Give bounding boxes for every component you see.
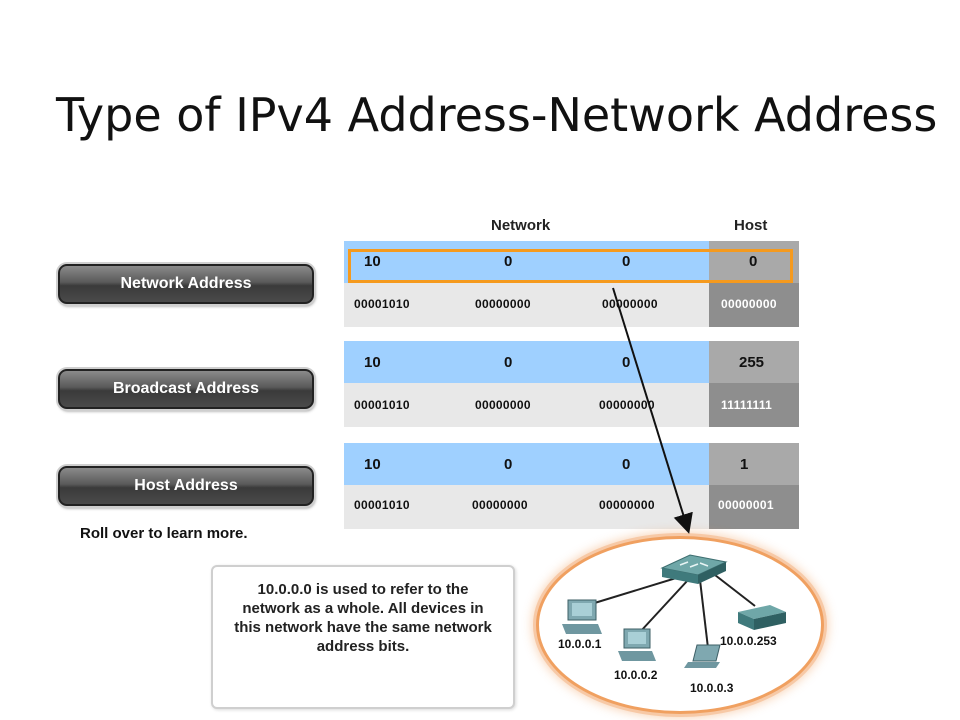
network-links	[587, 574, 756, 649]
bits-4: 00000000	[721, 297, 777, 311]
network-address-row: 10 0 0 0 00001010 00000000 00000000 0000…	[344, 241, 799, 327]
device-ip-label: 10.0.0.2	[614, 668, 658, 682]
network-address-highlight	[348, 249, 793, 283]
bits-1: 00001010	[354, 498, 410, 512]
octet-3: 0	[622, 456, 631, 473]
bits-3: 00000000	[599, 398, 655, 412]
bits-4: 00000001	[718, 498, 774, 512]
broadcast-address-row: 10 0 0 255 00001010 00000000 00000000 11…	[344, 341, 799, 427]
octet-3: 0	[622, 354, 631, 371]
octet-2: 0	[504, 354, 513, 371]
printer-icon	[738, 605, 786, 630]
octet-3: 0	[622, 253, 631, 270]
bits-3: 00000000	[599, 498, 655, 512]
bits-2: 00000000	[472, 498, 528, 512]
octet-4: 0	[749, 253, 758, 270]
octet-2: 0	[504, 456, 513, 473]
bits-1: 00001010	[354, 297, 410, 311]
switch-icon	[660, 554, 728, 584]
bits-2: 00000000	[475, 297, 531, 311]
host-header: Host	[734, 217, 768, 234]
callout-box: 10.0.0.0 is used to refer to the network…	[211, 565, 515, 709]
network-address-button[interactable]: Network Address	[58, 264, 314, 304]
host-address-row: 10 0 0 1 00001010 00000000 00000000 0000…	[344, 443, 799, 529]
bits-2: 00000000	[475, 398, 531, 412]
device-ip-label: 10.0.0.253	[720, 634, 777, 648]
octet-1: 10	[364, 354, 381, 371]
pc-icon	[562, 599, 602, 634]
octet-2: 0	[504, 253, 513, 270]
octet-1: 10	[364, 456, 381, 473]
host-address-button[interactable]: Host Address	[58, 466, 314, 506]
network-header: Network	[491, 217, 551, 234]
bits-1: 00001010	[354, 398, 410, 412]
pointer-arrow	[612, 287, 693, 534]
octet-4: 1	[740, 456, 749, 473]
slide-title: Type of IPv4 Address-Network Address	[56, 88, 938, 142]
rollover-hint: Roll over to learn more.	[80, 525, 248, 542]
pc-icon	[618, 628, 656, 661]
laptop-icon	[684, 644, 721, 668]
callout-text: 10.0.0.0 is used to refer to the network…	[234, 581, 492, 655]
device-ip-label: 10.0.0.1	[558, 637, 602, 651]
octet-4: 255	[739, 354, 765, 371]
octet-1: 10	[364, 253, 381, 270]
device-ip-label: 10.0.0.3	[690, 681, 734, 695]
bits-4: 11111111	[721, 398, 773, 412]
broadcast-address-button[interactable]: Broadcast Address	[58, 369, 314, 409]
